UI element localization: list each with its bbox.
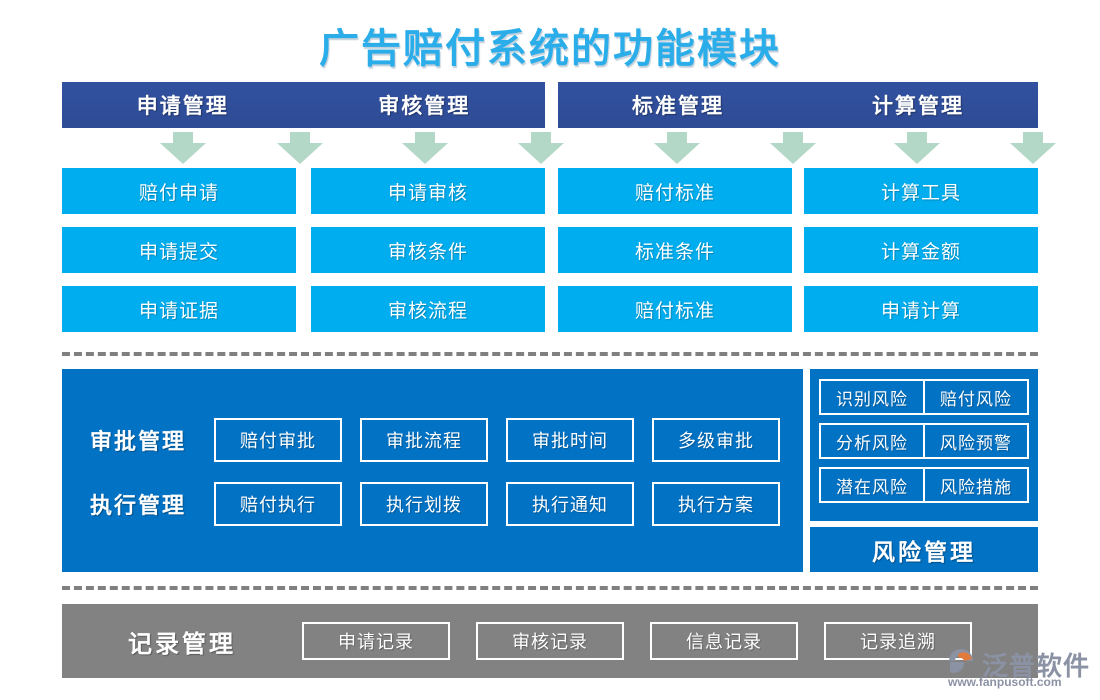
- approval-box-3[interactable]: 多级审批: [652, 418, 780, 462]
- risk-box-potential[interactable]: 潜在风险: [819, 467, 925, 503]
- module-cell-apply-2[interactable]: 申请证据: [62, 286, 296, 332]
- arrow-row: [62, 132, 1056, 166]
- module-cell-audit-2[interactable]: 审核流程: [311, 286, 545, 332]
- header-standard-management[interactable]: 标准管理: [632, 95, 724, 118]
- arrow-down-icon-6: [770, 132, 816, 164]
- logo: 泛普软件 www.fanpusoft.com: [942, 644, 1092, 694]
- record-management-label: 记录管理: [128, 630, 236, 658]
- header-audit-management[interactable]: 审核管理: [378, 95, 471, 118]
- arrow-down-icon-5: [654, 132, 700, 164]
- logo-text: 泛普软件: [982, 651, 1091, 681]
- risk-management-label: 风险管理: [810, 527, 1038, 572]
- approval-management-label: 审批管理: [89, 429, 186, 454]
- module-cell-standard-2[interactable]: 赔付标准: [558, 286, 792, 332]
- module-cell-apply-1[interactable]: 申请提交: [62, 227, 296, 273]
- module-cell-standard-1[interactable]: 标准条件: [558, 227, 792, 273]
- module-cell-calculation-1[interactable]: 计算金额: [804, 227, 1038, 273]
- page-title: 广告赔付系统的功能模块: [319, 27, 781, 71]
- execution-box-2[interactable]: 执行通知: [506, 482, 634, 526]
- execution-box-0[interactable]: 赔付执行: [214, 482, 342, 526]
- arrow-down-icon-4: [518, 132, 564, 164]
- fanpu-logo-icon: [946, 648, 980, 679]
- top-section: 申请管理 审核管理 标准管理 计算管理: [62, 82, 1056, 334]
- execution-management-row: 执行管理 赔付执行 执行划拨 执行通知 执行方案: [62, 482, 803, 526]
- risk-row: 识别风险 赔付风险: [819, 379, 1029, 415]
- record-box-information[interactable]: 信息记录: [650, 622, 798, 660]
- record-management-bar: 记录管理 申请记录 审核记录 信息记录 记录追溯: [62, 604, 1038, 678]
- approval-box-0[interactable]: 赔付审批: [214, 418, 342, 462]
- risk-row: 分析风险 风险预警: [819, 423, 1029, 459]
- arrow-down-icon-1: [160, 132, 206, 164]
- risk-box-compensation[interactable]: 赔付风险: [923, 379, 1029, 415]
- module-column-standard: 赔付标准 标准条件 赔付标准: [558, 168, 792, 345]
- header-group-right: 标准管理 计算管理: [558, 82, 1038, 128]
- module-column-apply: 赔付申请 申请提交 申请证据: [62, 168, 296, 345]
- execution-box-1[interactable]: 执行划拨: [360, 482, 488, 526]
- execution-box-3[interactable]: 执行方案: [652, 482, 780, 526]
- middle-panel: 审批管理 赔付审批 审批流程 审批时间 多级审批 执行管理 赔付执行 执行划拨 …: [62, 369, 803, 572]
- dashed-separator-bottom: [62, 586, 1038, 590]
- header-group-left: 申请管理 审核管理: [62, 82, 545, 128]
- approval-box-1[interactable]: 审批流程: [360, 418, 488, 462]
- module-cell-calculation-0[interactable]: 计算工具: [804, 168, 1038, 214]
- module-cell-audit-1[interactable]: 审核条件: [311, 227, 545, 273]
- risk-row: 潜在风险 风险措施: [819, 467, 1029, 503]
- risk-box-identify[interactable]: 识别风险: [819, 379, 925, 415]
- header-apply-management[interactable]: 申请管理: [136, 95, 229, 118]
- risk-box-analyze[interactable]: 分析风险: [819, 423, 925, 459]
- arrow-down-icon-8: [1010, 132, 1056, 164]
- module-cell-audit-0[interactable]: 申请审核: [311, 168, 545, 214]
- record-box-trace[interactable]: 记录追溯: [824, 622, 972, 660]
- module-column-calculation: 计算工具 计算金额 申请计算: [804, 168, 1038, 345]
- risk-box-measures[interactable]: 风险措施: [923, 467, 1029, 503]
- arrow-down-icon-3: [402, 132, 448, 164]
- module-cell-standard-0[interactable]: 赔付标准: [558, 168, 792, 214]
- module-column-audit: 申请审核 审核条件 审核流程: [311, 168, 545, 345]
- module-cell-apply-0[interactable]: 赔付申请: [62, 168, 296, 214]
- risk-panel: 识别风险 赔付风险 分析风险 风险预警 潜在风险 风险措施: [810, 369, 1038, 521]
- dashed-separator-top: [62, 352, 1038, 356]
- risk-box-warning[interactable]: 风险预警: [923, 423, 1029, 459]
- header-calculation-management[interactable]: 计算管理: [872, 95, 964, 118]
- record-box-apply[interactable]: 申请记录: [302, 622, 450, 660]
- arrow-down-icon-7: [894, 132, 940, 164]
- execution-management-label: 执行管理: [89, 493, 186, 518]
- approval-management-row: 审批管理 赔付审批 审批流程 审批时间 多级审批: [62, 418, 803, 462]
- logo-url: www.fanpusoft.com: [948, 675, 1062, 689]
- module-cell-calculation-2[interactable]: 申请计算: [804, 286, 1038, 332]
- record-box-audit[interactable]: 审核记录: [476, 622, 624, 660]
- approval-box-2[interactable]: 审批时间: [506, 418, 634, 462]
- arrow-down-icon-2: [277, 132, 323, 164]
